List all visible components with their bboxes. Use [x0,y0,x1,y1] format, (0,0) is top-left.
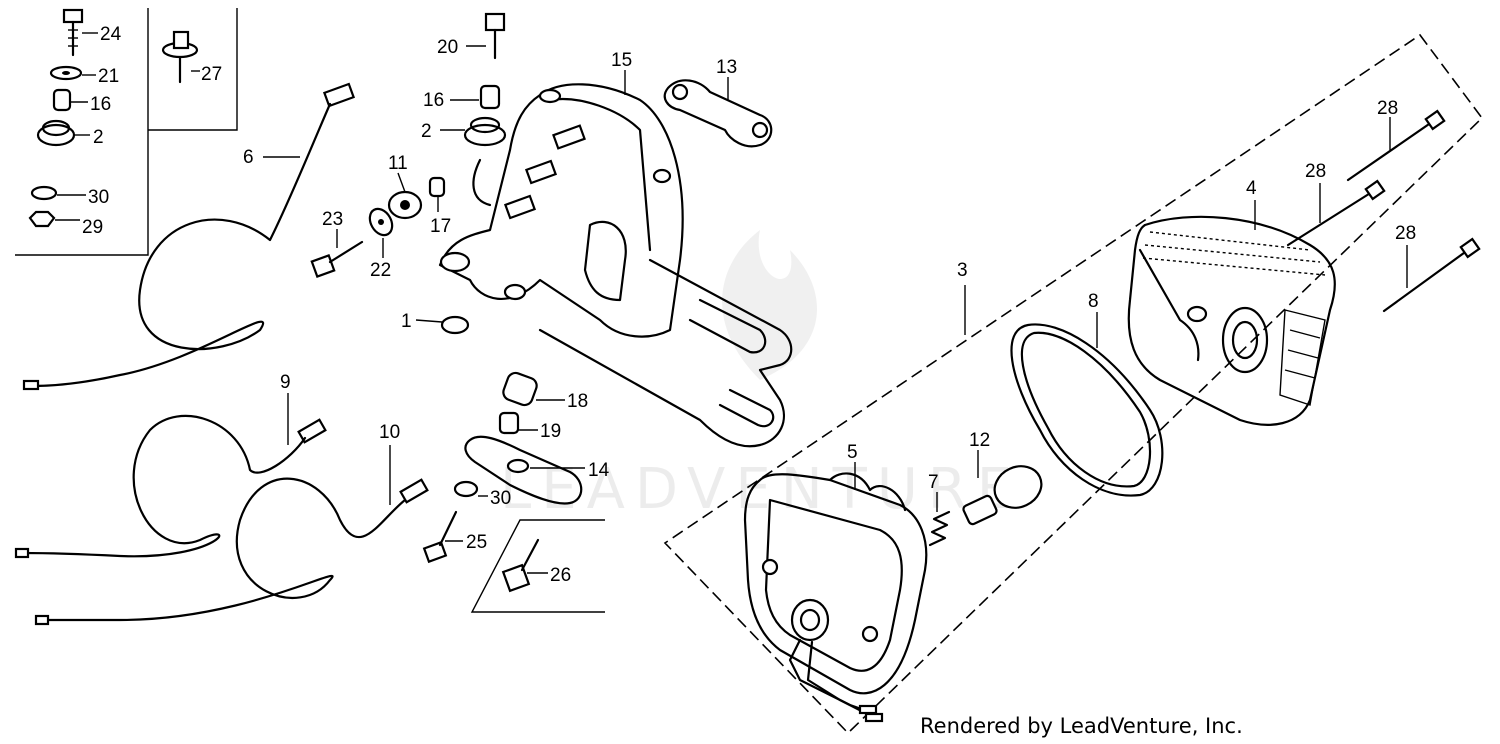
callout-26: 26 [550,565,571,586]
rendered-by-credit: Rendered by LeadVenture, Inc. [920,714,1243,738]
callout-30-left: 30 [88,187,109,208]
callout-15: 15 [611,50,632,71]
callout-4: 4 [1246,178,1257,199]
callout-23: 23 [322,209,343,230]
part-13-cable-clamp [663,77,773,148]
part-29-nut [28,210,80,228]
callout-25: 25 [466,532,487,553]
watermark-text: LEADVENTURE [500,457,1022,522]
callout-2-left: 2 [93,127,104,148]
callout-22: 22 [370,260,391,281]
part-9-wire-harness [14,393,327,559]
callout-16-center: 16 [423,90,444,111]
part-19-collar [498,411,538,435]
callout-5: 5 [847,442,858,463]
callout-9: 9 [280,372,291,393]
part-14-stay-plate [464,435,585,505]
callout-27: 27 [201,64,222,85]
part-21-washer [49,65,96,81]
part-24-bolt [62,8,98,57]
part-28-screw-a [1346,109,1446,182]
part-1-grommet [415,315,470,335]
callout-28-middle: 28 [1305,161,1326,182]
watermark-flame-icon [722,230,818,380]
part-23-bolt [310,229,364,279]
part-2-grommet [36,119,90,147]
callout-30-center: 30 [490,488,511,509]
taillight-assembly-boundary [663,33,1484,735]
part-30-washer-center [453,480,488,498]
callout-20: 20 [437,37,458,58]
callout-24: 24 [100,24,122,45]
callout-29: 29 [82,217,103,238]
part-6-wire-harness [22,82,356,391]
part-28-screw-b [1286,179,1386,247]
inset-bracket-top-left [15,8,238,256]
part-11-flange-nut [387,172,423,220]
part-17-collar [428,176,446,212]
part-20-bolt [466,12,506,60]
part-8-lens-gasket [1010,312,1164,497]
part-5-taillight-base [743,462,928,723]
callout-19: 19 [540,421,561,442]
part-18-grommet [502,371,565,407]
part-27-washer-bolt [161,30,200,84]
part-26-washer-bolt [501,538,548,593]
callout-11: 11 [388,153,408,174]
callout-13: 13 [716,57,737,78]
callout-28-bottom: 28 [1395,223,1416,244]
part-12-bulb [962,450,1043,526]
callout-21: 21 [98,66,119,87]
callout-16-left: 16 [90,94,111,115]
part-30-washer [30,185,86,201]
part-28-screw-c [1382,237,1481,313]
inset-bracket-bottom [470,519,605,613]
part-7-spring [928,492,951,547]
callout-17: 17 [430,216,451,237]
callout-7: 7 [928,472,939,493]
callout-6: 6 [243,147,254,168]
part-10-wire-harness [34,445,429,626]
part-4-taillight-lens [1127,200,1336,426]
callout-10: 10 [379,422,400,443]
part-22-washer [368,207,394,258]
callout-2-center: 2 [421,121,432,142]
part-2-grommet-center [440,116,507,147]
part-25-bolt [422,510,463,564]
part-16-collar-center [450,84,501,110]
callout-1: 1 [401,311,412,332]
callout-12: 12 [969,430,990,451]
part-16-collar [52,88,88,112]
callout-8: 8 [1088,291,1099,312]
callout-3: 3 [957,260,968,281]
callout-18: 18 [567,391,588,412]
callout-14: 14 [588,460,610,481]
part-15-mounting-bracket [438,70,793,448]
callout-28-top: 28 [1377,98,1398,119]
